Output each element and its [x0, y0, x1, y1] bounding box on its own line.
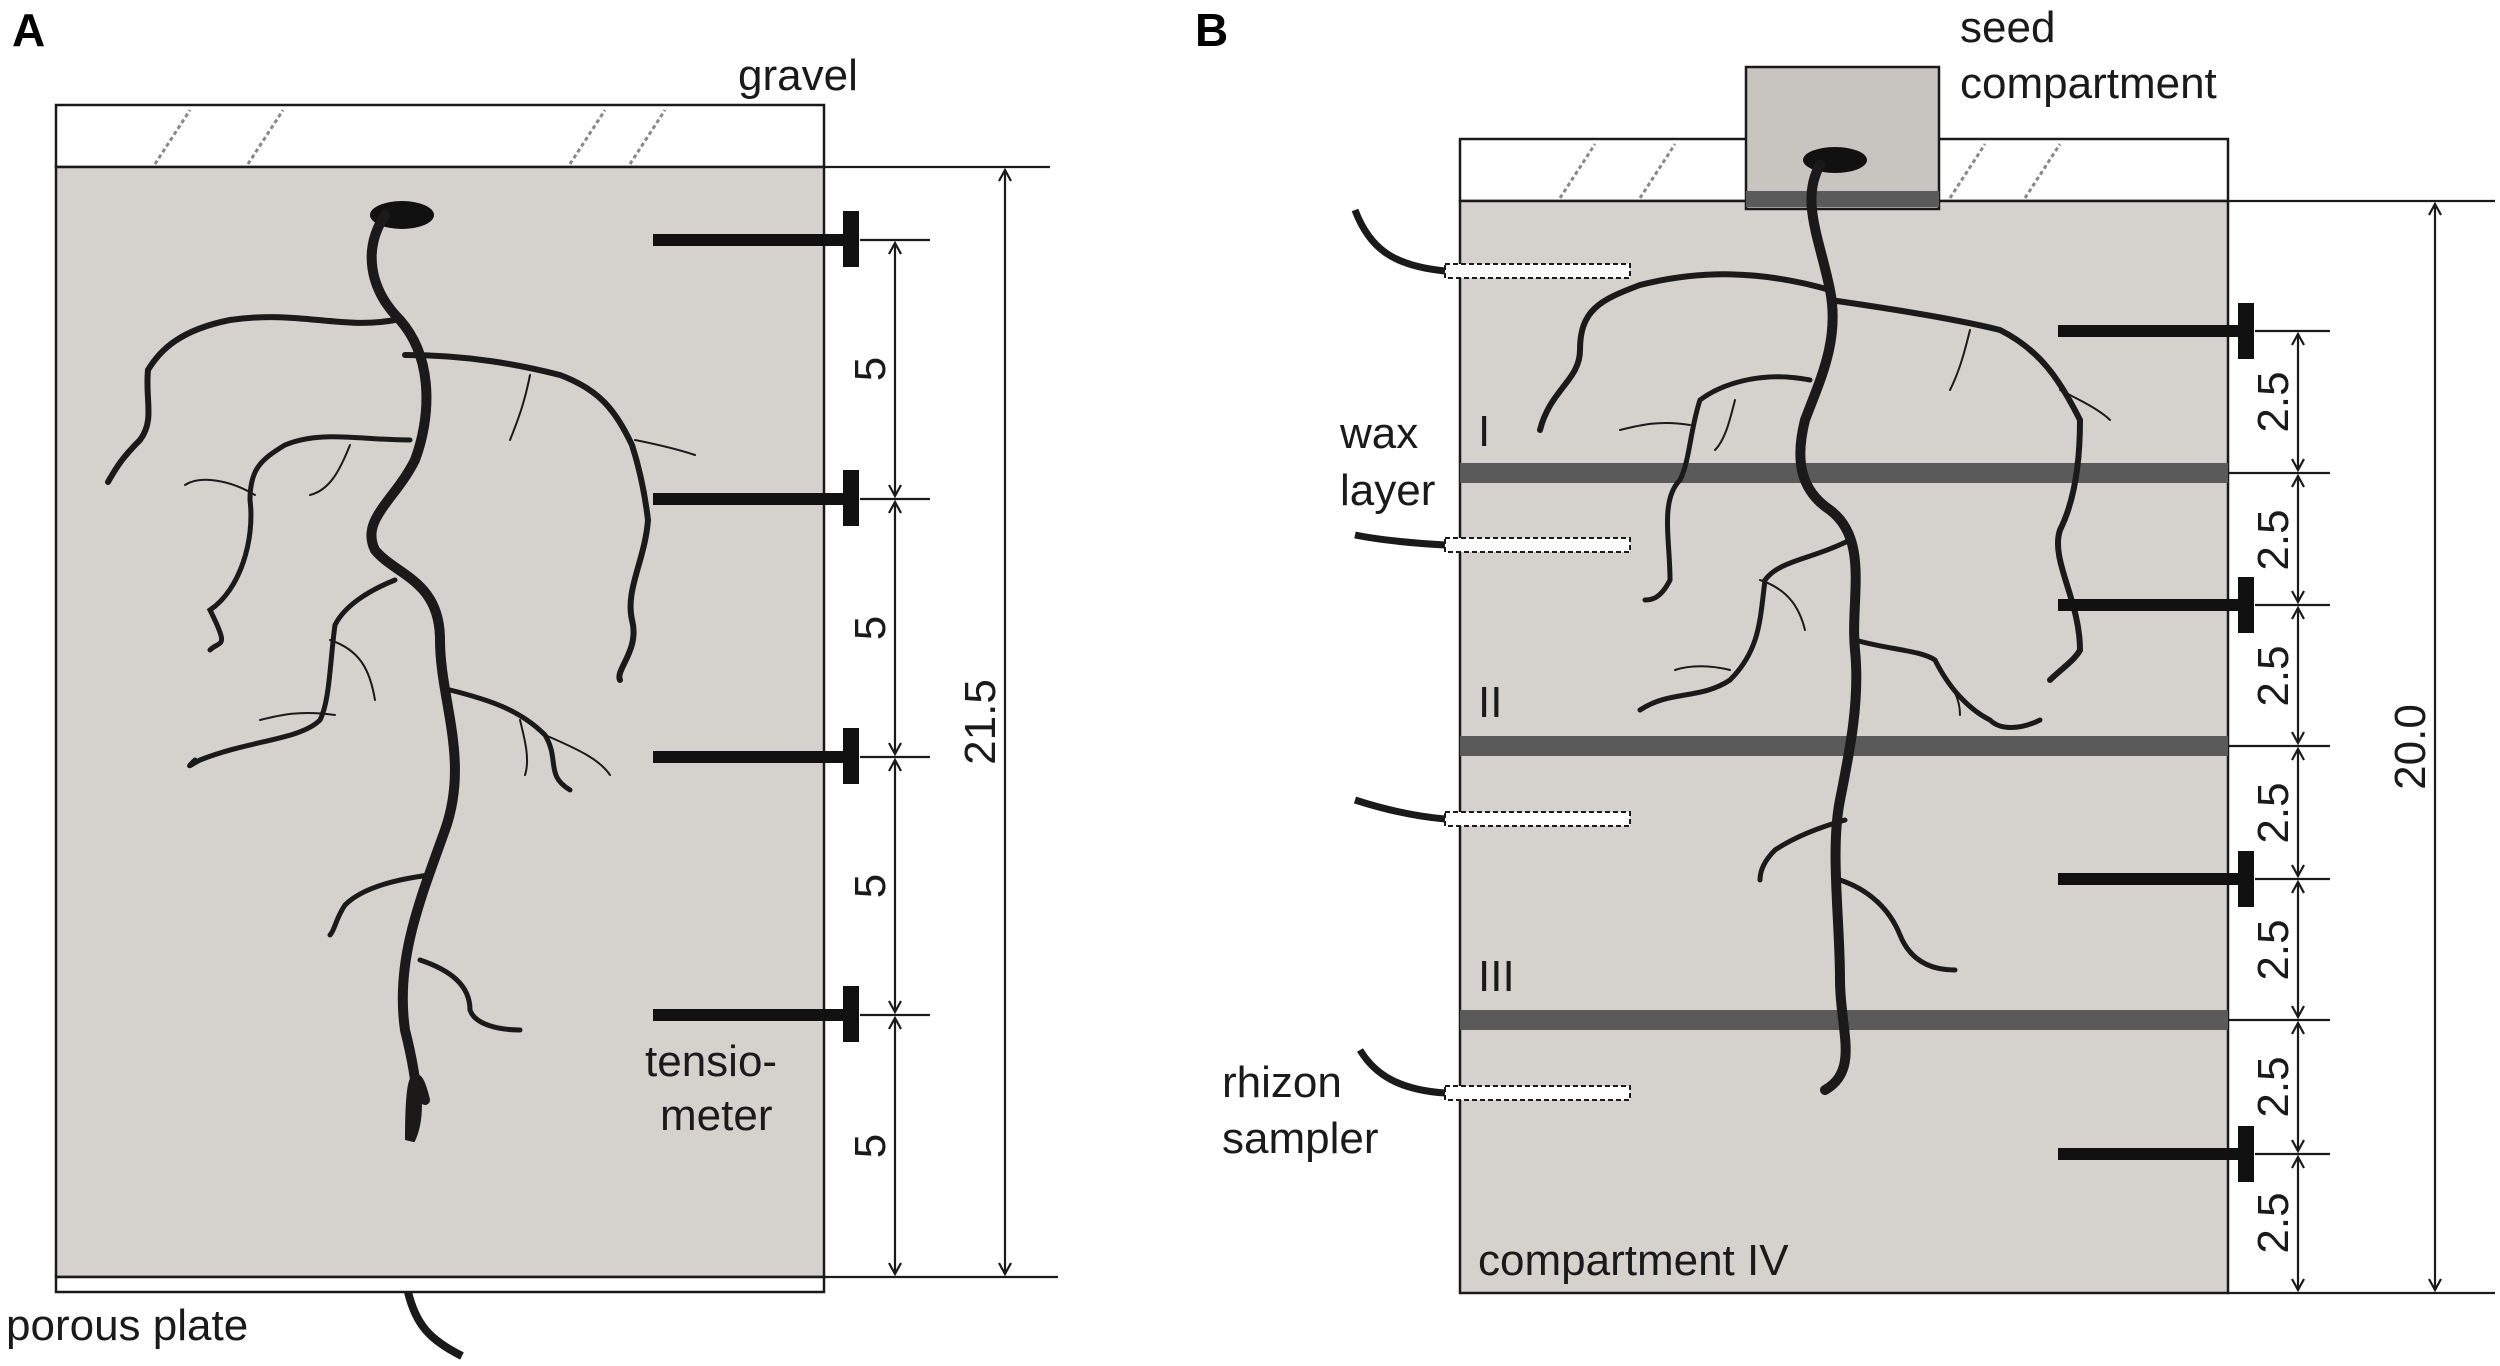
root-system-b — [1537, 147, 2111, 1095]
compartment-2-label: II — [1478, 678, 1502, 727]
tensiometer-b-4 — [2058, 1148, 2254, 1160]
outlet-tube-a — [404, 1291, 464, 1360]
tensiometer-label-line1: tensio- — [645, 1037, 777, 1086]
rhizon-samplers — [1351, 208, 1631, 1101]
spacing-a-2: 5 — [846, 616, 895, 640]
wax-layers — [1460, 463, 2228, 1030]
tensiometer-b-3 — [2058, 873, 2254, 885]
rhizon-label-line2: sampler — [1222, 1114, 1379, 1163]
compartment-3-label: III — [1478, 952, 1515, 1001]
wax-label-line1: wax — [1339, 409, 1418, 458]
dimensions-a — [824, 165, 1058, 1279]
spacing-b-1: 2.5 — [2249, 371, 2298, 432]
spacing-a-1: 5 — [846, 357, 895, 381]
porous-plate-label: porous plate — [6, 1301, 248, 1350]
rhizon-label-line1: rhizon — [1222, 1058, 1342, 1107]
seed-compartment-wax — [1746, 191, 1939, 207]
panel-a: A gravel porous plate — [6, 4, 1058, 1360]
total-height-a: 21.5 — [956, 679, 1005, 765]
tensiometers-a — [653, 211, 859, 1042]
spacing-b-6: 2.5 — [2249, 1056, 2298, 1117]
tensiometer-a-4 — [653, 1009, 859, 1021]
spacing-b-3: 2.5 — [2249, 645, 2298, 706]
tensiometer-label-line2: meter — [660, 1091, 772, 1140]
panel-b: B seed compartment I II III compartment … — [1195, 3, 2495, 1295]
rhizon-sampler-4 — [1356, 1048, 1631, 1101]
tensiometer-a-1 — [653, 234, 859, 246]
gravel-hatch-a — [153, 109, 667, 165]
seed-label-line1: seed — [1960, 3, 2055, 52]
tensiometer-b-2 — [2058, 599, 2254, 611]
dimension-labels-a: 5 5 5 5 21.5 — [846, 357, 1005, 1158]
tensiometers-b — [2058, 303, 2254, 1182]
porous-plate — [54, 1275, 826, 1294]
panel-b-letter: B — [1195, 4, 1228, 56]
soil-column-a — [54, 165, 826, 1279]
total-height-b: 20.0 — [2386, 704, 2435, 790]
panel-a-letter: A — [12, 4, 45, 56]
spacing-a-3: 5 — [846, 874, 895, 898]
compartment-1-label: I — [1478, 407, 1490, 456]
root-system-a — [105, 201, 696, 1143]
dimension-labels-b: 2.5 2.5 2.5 2.5 2.5 2.5 2.5 20.0 — [2249, 371, 2435, 1253]
tensiometer-a-2 — [653, 493, 859, 505]
wax-label-line2: layer — [1340, 466, 1435, 515]
compartment-4-label: compartment IV — [1478, 1236, 1789, 1285]
spacing-a-4: 5 — [846, 1134, 895, 1158]
seed-label-line2: compartment — [1960, 59, 2217, 108]
gravel-hatch-b — [1558, 143, 2062, 199]
rhizon-sampler-3 — [1353, 796, 1631, 827]
spacing-b-7: 2.5 — [2249, 1192, 2298, 1253]
spacing-b-5: 2.5 — [2249, 919, 2298, 980]
wax-layer-2 — [1460, 736, 2228, 756]
rhizon-sampler-2 — [1354, 531, 1631, 553]
tensiometer-b-1 — [2058, 325, 2254, 337]
wax-layer-1 — [1460, 463, 2228, 483]
spacing-b-2: 2.5 — [2249, 509, 2298, 570]
tensiometer-a-3 — [653, 751, 859, 763]
seed-compartment — [1744, 65, 1941, 211]
gravel-layer-a — [54, 103, 826, 169]
gravel-label: gravel — [738, 51, 858, 100]
spacing-b-4: 2.5 — [2249, 782, 2298, 843]
rhizon-sampler-1 — [1351, 208, 1631, 279]
dimensions-b — [2228, 199, 2495, 1295]
